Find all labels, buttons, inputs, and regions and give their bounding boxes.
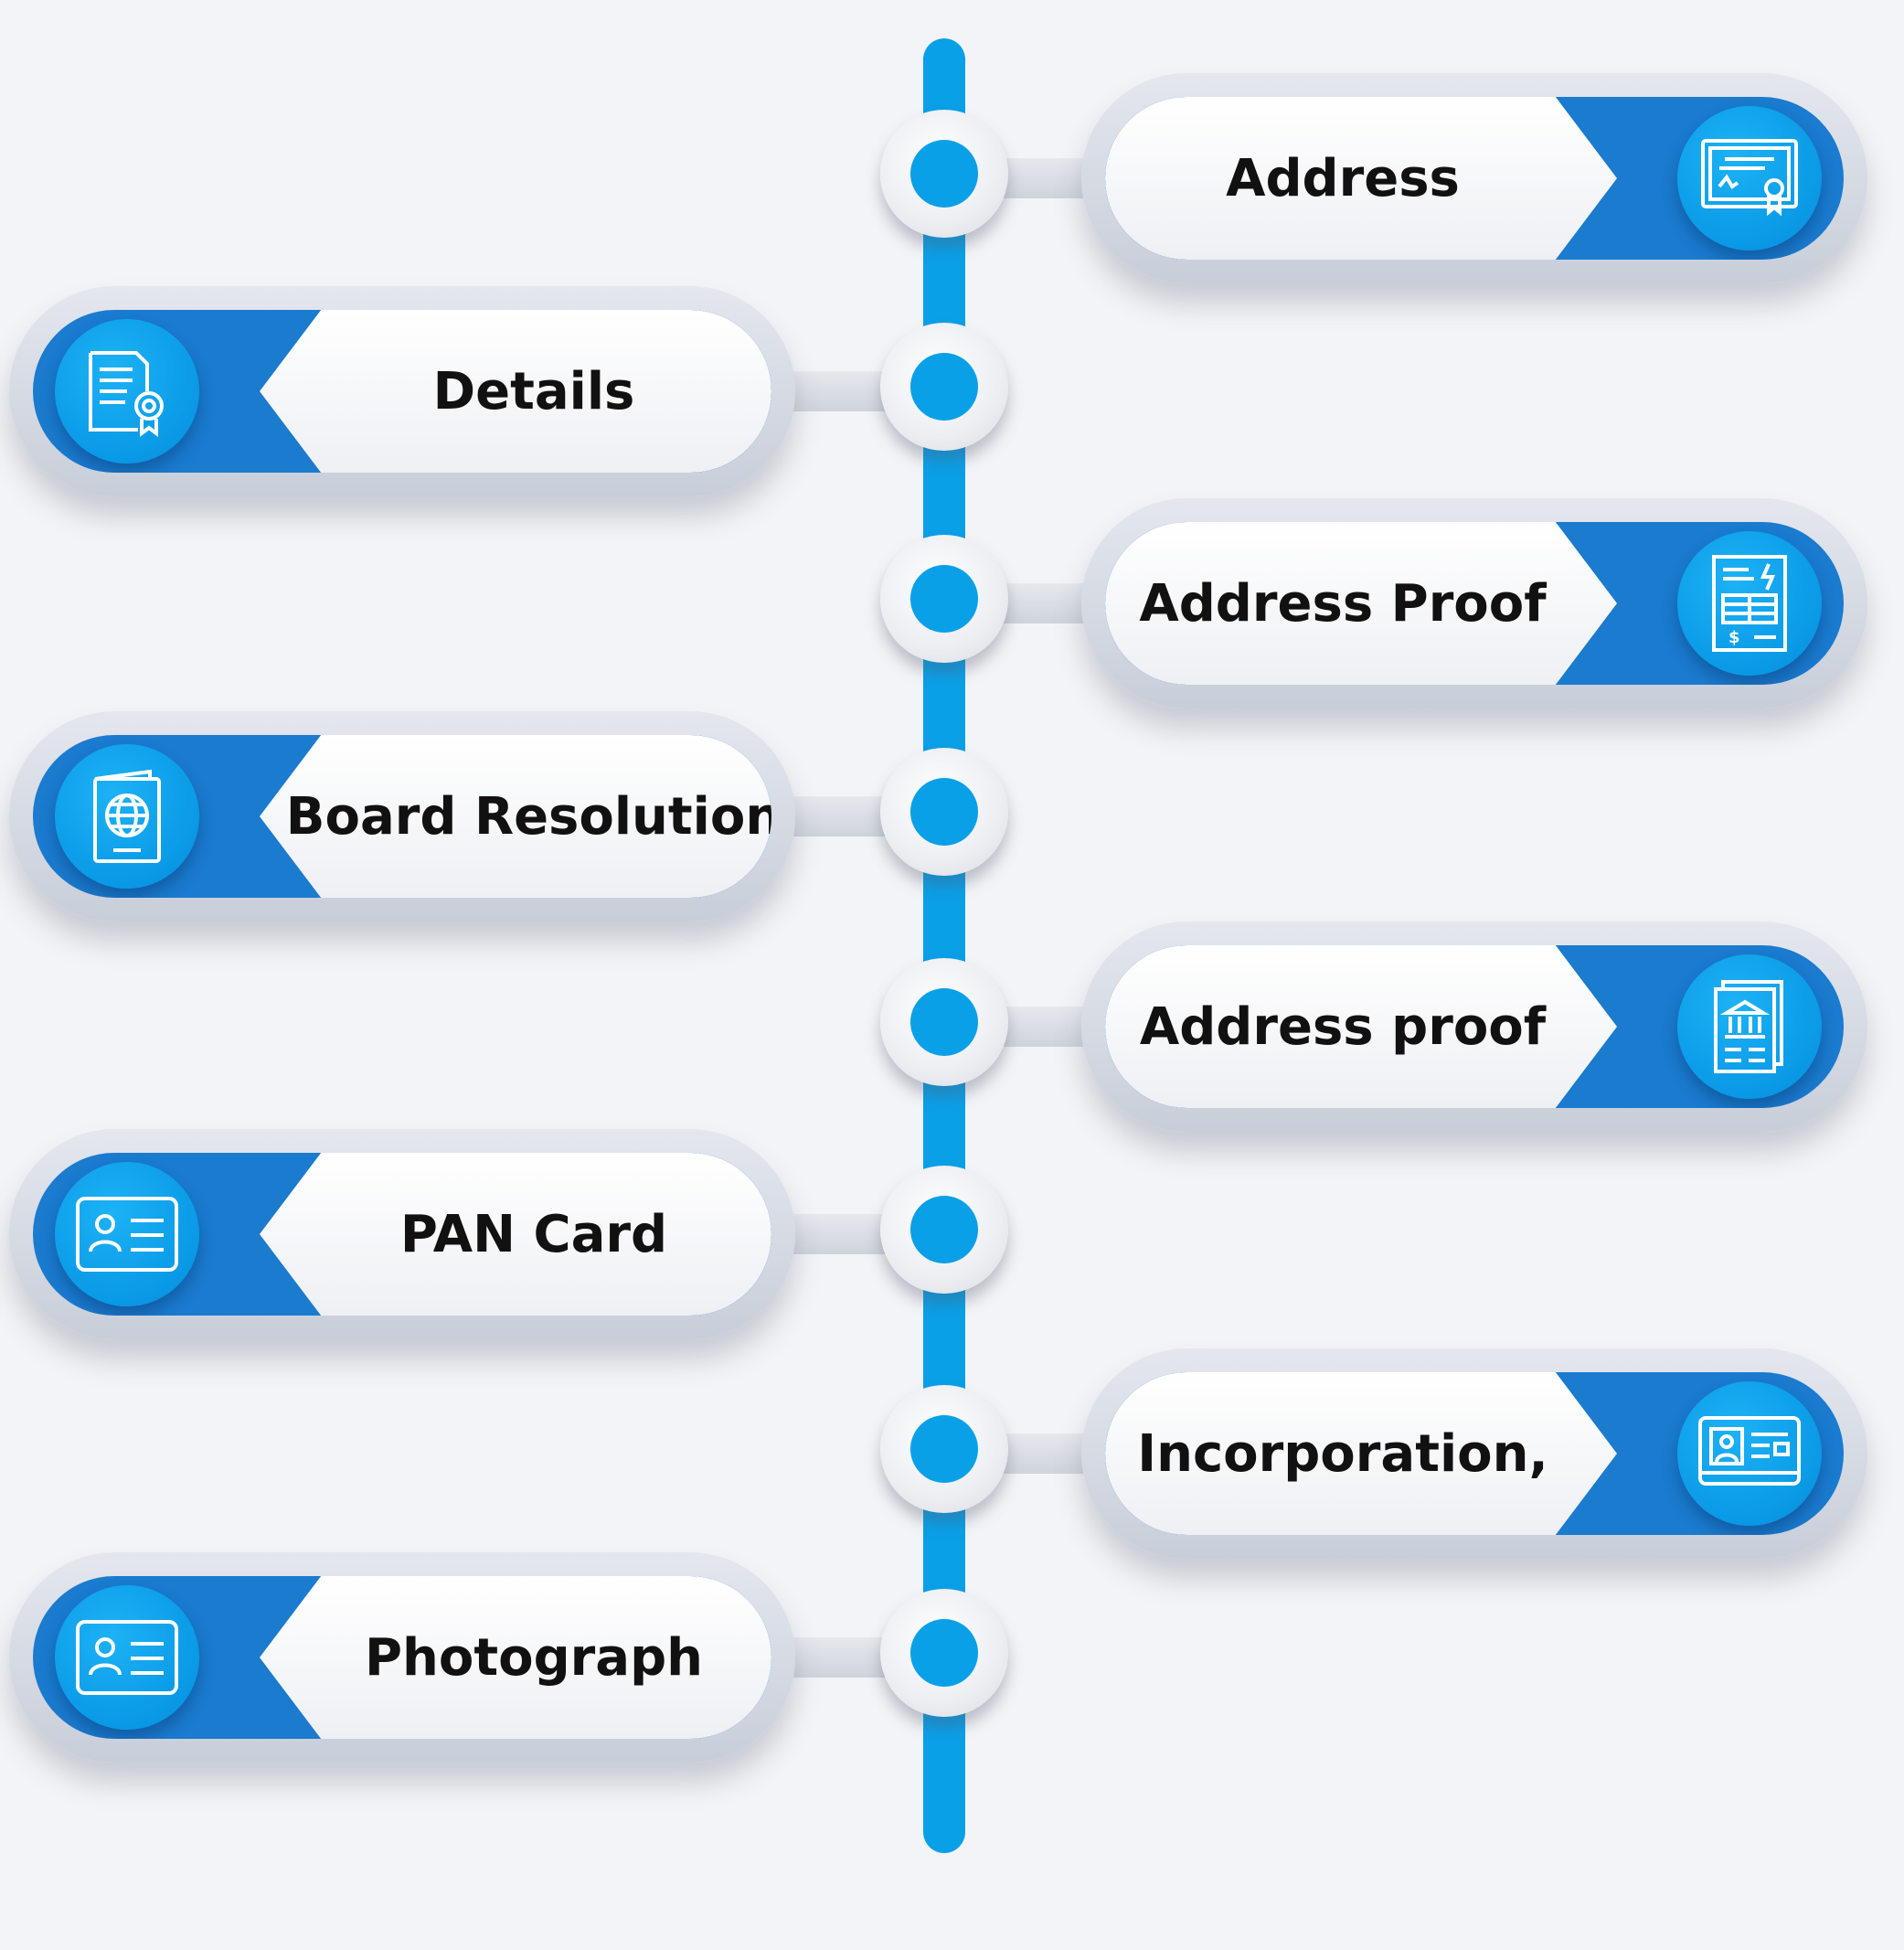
timeline-node (880, 535, 1008, 663)
capsule: Board Resolution (9, 711, 795, 922)
timeline-item-address-proof: Address Proof $ (0, 480, 1904, 727)
document-gear-icon (55, 319, 199, 464)
id-card-icon (55, 1585, 199, 1730)
item-label: Address proof (1139, 996, 1547, 1057)
timeline-item-address-proof-2: Address proof (0, 903, 1904, 1150)
capsule: Details (9, 286, 795, 496)
timeline-node (880, 1166, 1008, 1294)
item-label: Address Proof (1139, 573, 1547, 634)
capsule: Incorporation, (1081, 1348, 1867, 1559)
bill-invoice-icon: $ (1677, 531, 1822, 676)
timeline-node (880, 110, 1008, 238)
timeline-node (880, 958, 1008, 1086)
timeline-node (880, 323, 1008, 451)
item-label: PAN Card (399, 1204, 668, 1264)
timeline-item-details: Details (0, 268, 1904, 515)
capsule: Address (1081, 73, 1867, 283)
capsule: Address proof (1081, 922, 1867, 1132)
item-label: Photograph (364, 1627, 704, 1688)
passport-globe-icon (55, 744, 199, 889)
capsule: Photograph (9, 1552, 795, 1763)
timeline-item-address: Address (0, 55, 1904, 302)
item-label: Board Resolution (285, 786, 771, 847)
timeline-node (880, 1385, 1008, 1513)
timeline-item-board-resolution: Board Resolution (0, 693, 1904, 940)
item-label: Incorporation, (1137, 1423, 1548, 1484)
timeline-item-incorporation: Incorporation, (0, 1330, 1904, 1577)
bank-statement-icon (1677, 954, 1822, 1099)
timeline-item-pan-card: PAN Card (0, 1111, 1904, 1358)
item-label: Address (1226, 148, 1460, 208)
certificate-icon (1677, 106, 1822, 250)
id-card-screen-icon (1677, 1381, 1822, 1526)
capsule: Address Proof $ (1081, 498, 1867, 709)
capsule: PAN Card (9, 1129, 795, 1339)
timeline-node (880, 1589, 1008, 1717)
svg-text:$: $ (1728, 628, 1740, 647)
timeline-node (880, 748, 1008, 876)
id-card-icon (55, 1162, 199, 1306)
item-label: Details (432, 361, 635, 421)
timeline-item-photograph: Photograph (0, 1534, 1904, 1781)
